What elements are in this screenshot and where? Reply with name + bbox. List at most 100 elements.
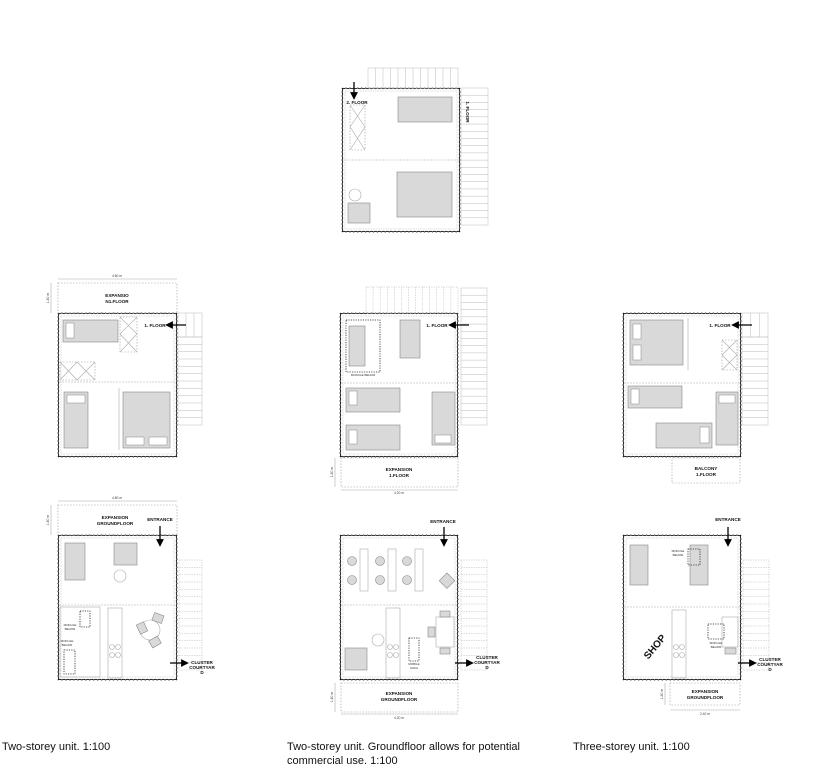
kitchen	[671, 609, 687, 679]
dimension-width: 2.40 m	[700, 712, 711, 716]
staircase	[460, 287, 488, 426]
dining-table	[721, 616, 739, 648]
staircase	[177, 336, 203, 426]
label-entrance: ENTRANCE	[430, 519, 456, 524]
label-courtyard: CLUSTER	[759, 657, 781, 662]
exterior-wall	[622, 534, 742, 681]
balcony-label: BALCONY	[695, 466, 718, 471]
label-floor2: 2. FLOOR	[346, 100, 368, 105]
expansion-label: GROUNDFLOOR	[687, 695, 724, 700]
label-floor1: 1. FLOOR	[426, 323, 448, 328]
expansion-area	[57, 504, 178, 536]
shop-label: SHOP	[642, 633, 669, 662]
label-entrance: ENTRANCE	[147, 517, 173, 522]
plan-left-first-floor: EXPANSIO N1.FLOOR 4.80 m 1.80 m 1. FLOOR	[46, 274, 186, 450]
label-floor1: 1. FLOOR	[465, 101, 470, 123]
dimension-height: 1.80 m	[660, 689, 664, 700]
armchair	[113, 542, 138, 566]
expansion-area	[340, 457, 459, 488]
dimension-height: 1.80 m	[46, 293, 50, 304]
module-label: BEHOR	[65, 627, 77, 631]
staircase	[367, 67, 459, 89]
expansion-area	[669, 682, 741, 706]
module-label: MODULE	[61, 639, 74, 643]
plan-top-second-floor: 2. FLOOR 1. FLOOR	[343, 82, 470, 224]
expansion-label: GROUNDFLOOR	[97, 521, 134, 526]
exterior-wall	[622, 312, 742, 458]
walls	[57, 87, 742, 681]
dimension-width: 4.80 m	[112, 496, 123, 500]
label-courtyard: D	[485, 665, 489, 670]
label-courtyard: D	[200, 670, 204, 675]
balcony-label: 1.FLOOR	[696, 472, 717, 477]
staircase	[365, 286, 459, 314]
label-courtyard: CLUSTER	[191, 660, 213, 665]
expansion-label: N1.FLOOR	[105, 299, 129, 304]
dimension-width: 4.20 m	[394, 716, 405, 720]
kitchen	[107, 607, 123, 679]
exterior-wall	[339, 534, 459, 681]
stairs	[177, 67, 770, 671]
sofa	[64, 542, 86, 581]
caption-middle-line2: commercial use. 1:100	[287, 755, 398, 767]
sofa-label: MOBILE	[408, 662, 419, 666]
dimension-width: 4.80 m	[112, 274, 123, 278]
interior-wall	[625, 537, 739, 678]
bed	[627, 385, 683, 409]
module-label: BEHOR	[673, 553, 685, 557]
kitchen	[385, 607, 401, 679]
expansion-label: EXPANSION	[102, 515, 129, 520]
expansion-label: EXPANSION	[386, 691, 413, 696]
bed	[397, 96, 453, 123]
plan-right-first-floor: 1. FLOOR BALCONY 1.FLOOR	[624, 318, 752, 484]
caption-middle-line1: Two-storey unit. Groundfloor allows for …	[287, 741, 520, 753]
module-box	[345, 319, 381, 373]
staircase	[460, 559, 488, 671]
label-courtyard: D	[768, 667, 772, 672]
stool	[348, 188, 362, 202]
armchair	[344, 647, 368, 671]
bed	[62, 319, 119, 343]
skylight	[349, 104, 366, 151]
caption-middle: Two-storey unit. Groundfloor allows for …	[287, 740, 520, 768]
module-label: MODULE BEHOR	[351, 373, 376, 377]
expansion-label: EXPANSION	[386, 467, 413, 472]
interior-wall	[342, 315, 456, 455]
staircase	[178, 559, 203, 671]
bed	[715, 391, 739, 446]
dimension-height: 1.80 m	[46, 515, 50, 526]
label-courtyard: COURTYAR	[189, 665, 215, 670]
label-courtyard: COURTYAR	[757, 662, 783, 667]
staircase	[741, 336, 769, 426]
caption-left: Two-storey unit. 1:100	[2, 741, 111, 753]
interior-wall	[342, 537, 456, 678]
label-courtyard: COURTYAR	[474, 660, 500, 665]
dimension-height: 1.80 m	[330, 692, 334, 703]
plan-right-ground-floor: ENTRANCE MODULE BEHOR SHOP MODULE BEHOR …	[624, 517, 783, 716]
label-courtyard: CLUSTER	[476, 655, 498, 660]
armchair	[347, 202, 371, 224]
module-label: BEHOR	[711, 645, 723, 649]
interior-wall	[60, 537, 175, 678]
expansion-label: GROUNDFLOOR	[381, 697, 418, 702]
interior-wall	[60, 315, 175, 455]
expansion-area	[340, 682, 459, 713]
exterior-wall	[339, 312, 459, 458]
module-label: MODULE	[64, 623, 77, 627]
plan-left-ground-floor: EXPANSION GROUNDFLOOR 4.80 m 1.80 m ENTR…	[46, 496, 215, 679]
expansion-area	[57, 282, 178, 314]
module-label: BEHOR	[62, 643, 74, 647]
module-label: MODULE	[710, 641, 723, 645]
expansion-label: EXPANSION	[692, 689, 719, 694]
plan-middle-first-floor: MODULE BEHOR 1. FLOOR EXPANSION 1.FLOOR …	[330, 319, 469, 495]
dining-table	[435, 616, 455, 648]
label-entrance: ENTRANCE	[715, 517, 741, 522]
bed	[431, 391, 456, 446]
dimension-width: 4.20 m	[394, 491, 405, 495]
sofa-label: SOFA	[410, 666, 418, 670]
expansion-label: EXPANSIO	[105, 293, 129, 298]
label-floor1: 1. FLOOR	[709, 323, 731, 328]
sofa	[629, 544, 649, 586]
module-label: MODULE	[672, 549, 685, 553]
